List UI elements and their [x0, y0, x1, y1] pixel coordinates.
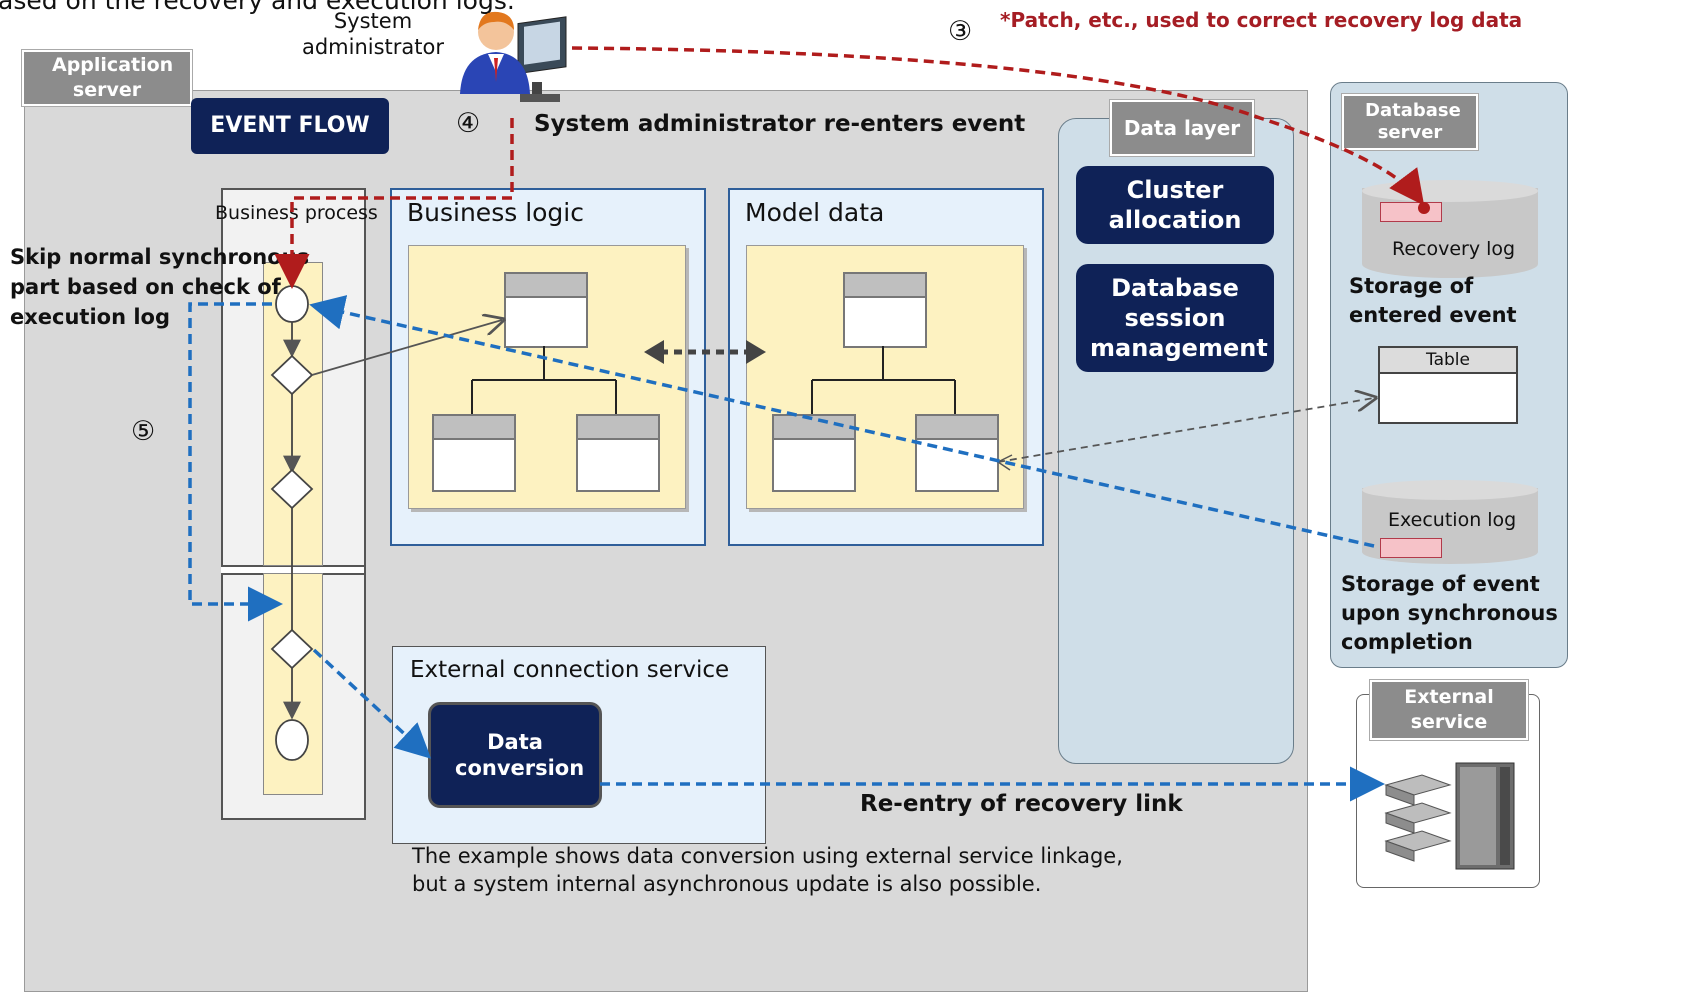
- footnote-line2: but a system internal asynchronous updat…: [412, 872, 1042, 896]
- step3-marker: ③: [948, 16, 973, 47]
- process-flow: [270, 285, 314, 761]
- bidirectional-arrow: [644, 340, 766, 364]
- db-session-box: Database session management: [1076, 264, 1274, 372]
- recovery-log-label: Recovery log: [1392, 238, 1516, 260]
- business-process-label: Business process: [215, 202, 378, 224]
- business-logic-label: Business logic: [407, 198, 584, 227]
- step4-marker: ④: [456, 108, 481, 139]
- patch-note: *Patch, etc., used to correct recovery l…: [1000, 8, 1523, 32]
- table-link: [996, 398, 1374, 471]
- data-conversion-box: Data conversion: [428, 702, 602, 808]
- red-arrows: [274, 46, 1425, 289]
- model-data-label: Model data: [745, 198, 885, 227]
- storage-sync-label: Storage of event upon synchronous comple…: [1341, 572, 1558, 654]
- server-rack-icon: [1382, 755, 1518, 875]
- reentry-link-label: Re-entry of recovery link: [860, 791, 1183, 817]
- application-server-label: Application server: [22, 50, 192, 106]
- database-table: Table: [1378, 346, 1518, 424]
- logic-entity-top: [504, 272, 588, 348]
- skip-label: Skip normal synchronous part based on ch…: [10, 245, 310, 329]
- logic-entity-left: [432, 414, 516, 492]
- external-service-label: External service: [1370, 680, 1528, 740]
- reenter-label: System administrator re-enters event: [534, 111, 1026, 137]
- execution-log-record: [1380, 538, 1442, 558]
- model-entity-right: [915, 414, 999, 492]
- database-server-label: Database server: [1342, 94, 1478, 150]
- administrator-icon: [458, 2, 570, 106]
- execution-log-label: Execution log: [1388, 509, 1517, 531]
- logic-entity-right: [576, 414, 660, 492]
- top-caption: ased on the recovery and execution logs.: [0, 0, 515, 15]
- system-admin-label: System administrator: [301, 9, 445, 59]
- event-flow-label: EVENT FLOW: [191, 98, 389, 154]
- table-label: Table: [1380, 348, 1516, 374]
- cluster-allocation-box: Cluster allocation: [1076, 166, 1274, 244]
- model-entity-top: [843, 272, 927, 348]
- execution-log-cylinder-top: [1362, 480, 1538, 500]
- external-connection-label: External connection service: [410, 657, 730, 683]
- step5-marker: ⑤: [131, 416, 156, 447]
- logic-tree-lines: [471, 346, 956, 414]
- footnote-line1: The example shows data conversion using …: [412, 844, 1123, 868]
- logic-link-line: [311, 320, 502, 376]
- blue-arrows: [188, 295, 1385, 802]
- storage-entered-label: Storage of entered event: [1349, 274, 1517, 327]
